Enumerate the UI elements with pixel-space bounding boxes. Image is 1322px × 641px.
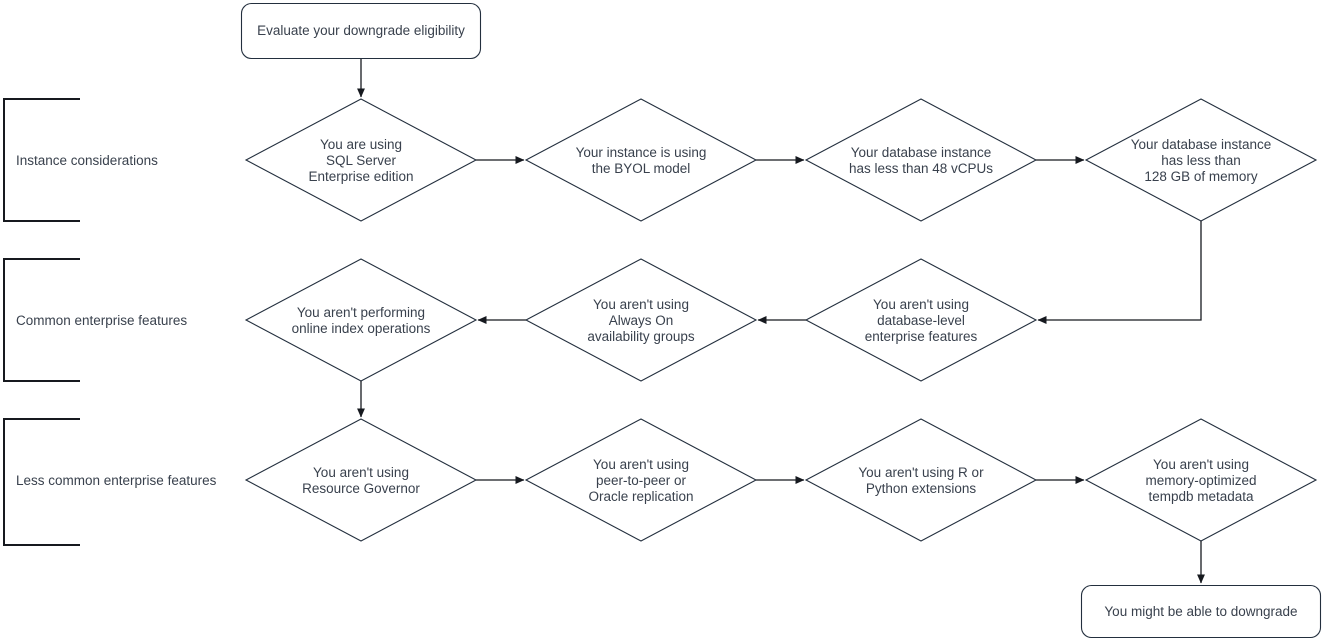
start-node-shape [240, 2, 482, 60]
decision-label-line-2: Resource Governor [302, 481, 420, 496]
decision-label-line-1: Your instance is using [576, 145, 707, 160]
decision-label-line-3: enterprise features [865, 329, 978, 344]
decision-label-line-3: Oracle replication [588, 489, 693, 504]
start-node[interactable]: Evaluate your downgrade eligibility [240, 2, 482, 60]
decision-label-line-1: You aren't using [593, 297, 689, 312]
band-common-bracket [3, 258, 80, 382]
start-node-label: Evaluate your downgrade eligibility [257, 23, 465, 38]
end-node-shape [1080, 584, 1322, 639]
edge-memory-to-database-level [1037, 221, 1202, 325]
decision-label-line-3: availability groups [587, 329, 695, 344]
decision-label-line-2: Always On [609, 313, 674, 328]
decision-label-line-2: peer-to-peer or [596, 473, 687, 488]
decision-node-shape [804, 418, 1038, 542]
decision-label-line-1: You aren't using [313, 465, 409, 480]
decision-node-shape [804, 98, 1038, 222]
decision-label-line-2: has less than [1161, 153, 1241, 168]
decision-node-always-on-availability-groups[interactable]: You aren't using Always On availability … [524, 258, 758, 382]
decision-label-line-3: 128 GB of memory [1144, 169, 1258, 184]
decision-label-line-1: You are using [320, 137, 402, 152]
band-less-common-bracket [3, 418, 80, 546]
decision-label-line-2: Python extensions [866, 481, 977, 496]
decision-node-database-level-enterprise-features[interactable]: You aren't using database-level enterpri… [804, 258, 1038, 382]
band-instance-bracket [3, 98, 80, 222]
decision-label-line-1: You aren't using [873, 297, 969, 312]
decision-node-online-index-operations[interactable]: You aren't performing online index opera… [244, 258, 478, 382]
decision-label-line-2: memory-optimized [1145, 473, 1256, 488]
decision-node-shape [524, 98, 758, 222]
band-less-common-label: Less common enterprise features [16, 473, 217, 488]
decision-label-line-1: You aren't using [593, 457, 689, 472]
decision-label-line-3: tempdb metadata [1148, 489, 1254, 504]
decision-label-line-1: You aren't using R or [858, 465, 984, 480]
decision-label-line-2: online index operations [292, 321, 431, 336]
decision-node-resource-governor[interactable]: You aren't using Resource Governor [244, 418, 478, 542]
decision-node-memory[interactable]: Your database instance has less than 128… [1084, 98, 1318, 222]
decision-label-line-1: You aren't performing [297, 305, 425, 320]
decision-node-r-python-extensions[interactable]: You aren't using R or Python extensions [804, 418, 1038, 542]
band-common-label: Common enterprise features [16, 313, 187, 328]
band-less-common: Less common enterprise features [3, 418, 217, 546]
decision-label-line-1: You aren't using [1153, 457, 1249, 472]
decision-label-line-3: Enterprise edition [308, 169, 413, 184]
decision-node-shape [804, 258, 1038, 382]
band-common: Common enterprise features [3, 258, 187, 382]
decision-label-line-2: SQL Server [326, 153, 397, 168]
decision-label-line-1: Your database instance [851, 145, 992, 160]
decision-label-line-2: has less than 48 vCPUs [849, 161, 993, 176]
band-instance-label: Instance considerations [16, 153, 158, 168]
edge-line [1037, 221, 1202, 325]
end-node[interactable]: You might be able to downgrade [1080, 584, 1322, 639]
decision-label-line-2: database-level [877, 313, 965, 328]
decision-node-shape [524, 258, 758, 382]
decision-label-line-2: the BYOL model [592, 161, 691, 176]
decision-node-shape [244, 258, 478, 382]
decision-node-shape [524, 418, 758, 542]
end-node-label: You might be able to downgrade [1104, 604, 1297, 619]
decision-node-shape [244, 98, 478, 222]
decision-node-peer-to-peer-oracle-replication[interactable]: You aren't using peer-to-peer or Oracle … [524, 418, 758, 542]
decision-node-memory-optimized-tempdb-metadata[interactable]: You aren't using memory-optimized tempdb… [1084, 418, 1318, 542]
decision-node-sql-server-enterprise[interactable]: You are using SQL Server Enterprise edit… [244, 98, 478, 222]
decision-node-vcpus[interactable]: Your database instance has less than 48 … [804, 98, 1038, 222]
decision-node-shape [244, 418, 478, 542]
band-instance: Instance considerations [3, 98, 158, 222]
decision-label-line-1: Your database instance [1131, 137, 1272, 152]
decision-node-byol-model[interactable]: Your instance is using the BYOL model [524, 98, 758, 222]
